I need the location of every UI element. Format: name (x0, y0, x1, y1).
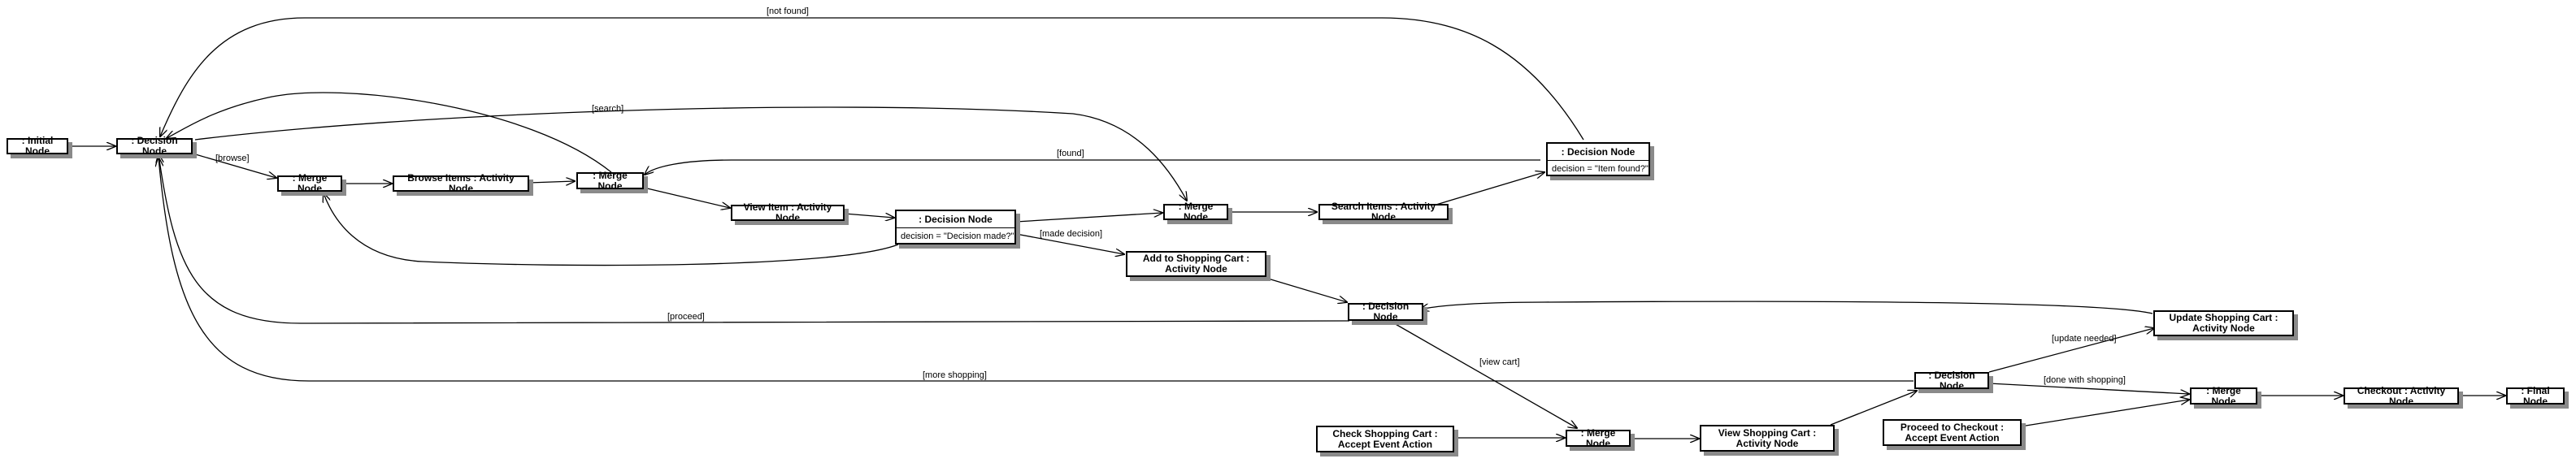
edge-made-decision (1015, 233, 1124, 254)
label-found: [found] (1057, 149, 1084, 158)
decision-node-title: : Decision Node (897, 211, 1014, 228)
label-not-found: [not found] (767, 6, 809, 16)
edge-more-shopping (159, 158, 1914, 382)
merge-node-cart[interactable]: : Merge Node (1566, 427, 1631, 448)
decision-node-main[interactable]: : Decision Node (116, 136, 193, 157)
view-shopping-cart-activity-node[interactable]: View Shopping Cart : Activity Node (1700, 425, 1835, 452)
proceed-to-checkout-accept-event-node[interactable]: Proceed to Checkout : Accept Event Actio… (1883, 419, 2022, 446)
edge-done-shopping (1988, 383, 2189, 394)
edge-update-to-decision (1420, 301, 2153, 314)
edge-update-needed (1988, 328, 2154, 373)
merge-node-browse[interactable]: : Merge Node (277, 173, 342, 194)
edge-add-to-cart-to-decision (1259, 275, 1347, 302)
decision-node-shopping[interactable]: : Decision Node (1914, 370, 1989, 391)
edge-decision-back-to-merge1 (324, 193, 899, 266)
checkout-activity-node[interactable]: Checkout : Activity Node (2344, 385, 2459, 406)
edge-search (194, 106, 1187, 201)
decision-condition: decision = "Item found?" (1552, 164, 1649, 174)
label-update-needed: [update needed] (2052, 334, 2117, 344)
initial-node[interactable]: : Initial Node (7, 136, 68, 157)
edge-view-item-to-decision (844, 214, 894, 218)
view-item-activity-node[interactable]: View Item : Activity Node (731, 202, 845, 223)
label-view-cart: [view cart] (1479, 357, 1520, 367)
label-done-with-shopping: [done with shopping] (2044, 375, 2126, 385)
add-to-shopping-cart-activity-node[interactable]: Add to Shopping Cart : Activity Node (1126, 251, 1266, 277)
merge-node-view[interactable]: : Merge Node (576, 170, 644, 191)
edge-decision-to-merge3 (1015, 213, 1162, 223)
label-proceed: [proceed] (667, 312, 705, 322)
check-shopping-cart-accept-event-node[interactable]: Check Shopping Cart : Accept Event Actio… (1316, 426, 1454, 452)
browse-items-activity-node[interactable]: Browse Items : Activity Node (393, 173, 529, 194)
search-items-activity-node[interactable]: Search Items : Activity Node (1318, 201, 1449, 223)
edge-proceed (159, 154, 1350, 324)
edge-found (645, 159, 1540, 175)
edge-merge2-to-decision (167, 92, 612, 173)
label-made-decision: [made decision] (1040, 229, 1103, 239)
decision-node-cart[interactable]: : Decision Node (1348, 301, 1423, 322)
edge-view-cart (1393, 322, 1577, 428)
label-browse: [browse] (215, 154, 250, 163)
edge-browse (192, 153, 276, 178)
edge-browse-to-merge2 (528, 181, 575, 183)
decision-node-title: : Decision Node (1548, 144, 1649, 161)
edge-view-cart-to-decision (1830, 391, 1917, 426)
edge-not-found (160, 17, 1584, 141)
decision-node-decision-made[interactable]: : Decision Node decision = "Decision mad… (895, 210, 1016, 244)
merge-node-search[interactable]: : Merge Node (1163, 201, 1228, 223)
label-search: [search] (592, 104, 624, 114)
decision-node-item-found[interactable]: : Decision Node decision = "Item found?" (1546, 142, 1650, 176)
final-node[interactable]: : Final Node (2506, 385, 2565, 406)
edge-proceed-to-merge5 (2020, 400, 2189, 427)
update-shopping-cart-activity-node[interactable]: Update Shopping Cart : Activity Node (2153, 310, 2294, 336)
label-more-shopping: [more shopping] (923, 370, 987, 380)
merge-node-checkout[interactable]: : Merge Node (2190, 385, 2257, 406)
edge-search-to-found (1430, 172, 1544, 207)
edge-merge2-to-view-item (643, 187, 730, 208)
decision-condition: decision = "Decision made?" (901, 232, 1014, 241)
